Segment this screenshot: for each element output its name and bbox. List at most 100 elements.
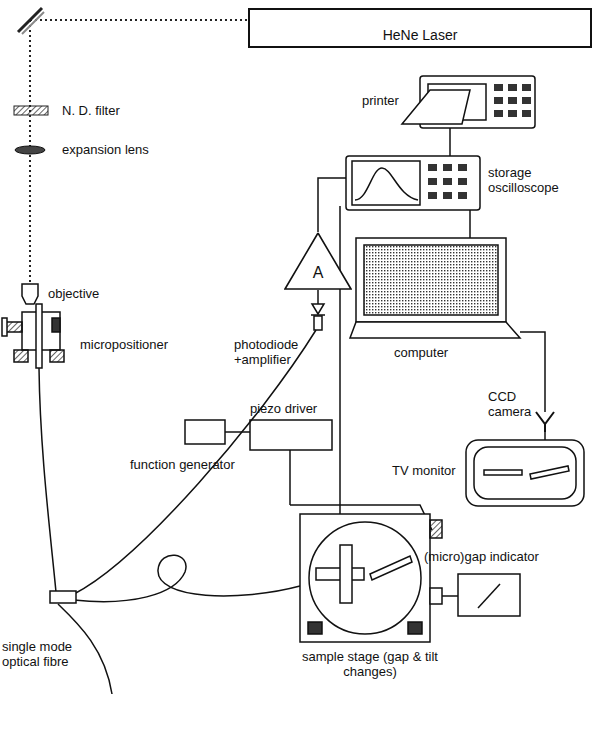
oscilloscope <box>428 164 467 199</box>
part-label: CCD camera <box>488 390 542 420</box>
micropositioner <box>2 318 7 336</box>
sample-stage <box>408 622 422 634</box>
function-generator <box>185 420 225 444</box>
laser-beam <box>30 19 248 21</box>
gap-indicator <box>478 584 500 608</box>
tv-monitor <box>474 447 576 499</box>
nd-filter <box>14 106 48 115</box>
part-label: TV monitor <box>392 464 462 479</box>
piezo-driver <box>250 420 332 450</box>
sample-stage <box>308 622 322 634</box>
printer <box>522 110 531 117</box>
computer <box>350 322 520 338</box>
objective <box>22 284 38 304</box>
photodiode <box>314 316 322 330</box>
micropositioner <box>6 322 22 332</box>
part-label: single mode optical fibre <box>2 640 84 670</box>
mirror <box>18 8 44 34</box>
optical-fibre <box>39 368 56 592</box>
micropositioner <box>50 350 64 362</box>
wire <box>339 206 341 560</box>
wire <box>544 432 546 440</box>
part-label: objective <box>48 287 99 302</box>
sample-stage <box>340 545 352 603</box>
wire <box>469 210 471 238</box>
wire <box>318 178 346 232</box>
oscilloscope <box>458 178 467 185</box>
laser-box: HeNe Laser <box>248 8 592 48</box>
part-label: sample stage (gap & tilt changes) <box>302 650 438 680</box>
wire <box>289 450 291 505</box>
oscilloscope <box>428 178 437 185</box>
printer <box>508 110 517 117</box>
laser-beam <box>30 20 248 284</box>
computer <box>356 238 506 322</box>
wire <box>520 332 545 412</box>
nd-filter <box>14 106 48 115</box>
part-label: function generator <box>130 458 235 473</box>
part-label: (micro)gap indicator <box>424 550 539 565</box>
printer <box>522 97 531 104</box>
wire <box>449 128 451 156</box>
printer <box>494 84 503 91</box>
expansion-lens <box>15 146 45 154</box>
oscilloscope <box>355 168 418 200</box>
computer <box>350 238 520 338</box>
optical-fibre <box>74 555 300 601</box>
ccd-camera <box>536 412 554 424</box>
printer <box>508 97 517 104</box>
optical-fibre <box>50 591 76 603</box>
ccd-camera <box>536 412 554 432</box>
micropositioner <box>36 304 42 368</box>
device-name: HeNe Laser <box>383 27 458 43</box>
sample-stage <box>430 588 442 604</box>
gap-indicator <box>458 574 520 616</box>
optical-fibre <box>74 330 316 594</box>
expansion-lens <box>15 146 45 154</box>
wire <box>317 290 319 304</box>
photodiode <box>312 304 324 314</box>
oscilloscope <box>443 192 452 199</box>
sample-stage <box>430 520 442 538</box>
printer <box>402 76 535 128</box>
micropositioner <box>52 318 60 332</box>
micropositioner <box>14 350 28 362</box>
ccd-camera <box>544 424 546 432</box>
part-label: piezo driver <box>250 402 317 417</box>
wire <box>225 431 250 433</box>
printer <box>508 84 517 91</box>
part-label: N. D. filter <box>62 104 120 119</box>
oscilloscope <box>428 192 437 199</box>
printer <box>522 84 531 91</box>
sample-stage <box>300 514 430 642</box>
amplifier-symbol: A <box>313 264 324 282</box>
optical-fibre <box>39 330 316 694</box>
part-label: printer <box>362 94 399 109</box>
part-label: computer <box>394 346 448 361</box>
part-label: storage oscilloscope <box>488 166 588 196</box>
amplifier-outline <box>284 232 352 290</box>
part-label: photodiode +amplifier <box>234 338 308 368</box>
piezo-driver <box>250 420 332 450</box>
oscilloscope <box>346 156 480 210</box>
photodiode <box>311 304 325 330</box>
sample-stage <box>309 522 421 634</box>
tv-monitor <box>530 466 569 479</box>
part-label: expansion lens <box>62 143 149 158</box>
oscilloscope <box>428 164 437 171</box>
oscilloscope <box>352 161 420 205</box>
amplifier-outline <box>285 233 351 289</box>
tv-monitor <box>466 440 584 506</box>
computer <box>364 245 498 315</box>
printer <box>402 90 470 124</box>
amplifier-triangle: A <box>284 232 352 290</box>
mirror <box>18 8 42 32</box>
micropositioner <box>2 304 64 368</box>
oscilloscope <box>346 156 480 210</box>
printer <box>494 110 503 117</box>
function-generator <box>185 420 225 444</box>
part-label: micropositioner <box>80 338 168 353</box>
tv-monitor <box>484 470 522 475</box>
tv-monitor <box>466 440 584 506</box>
